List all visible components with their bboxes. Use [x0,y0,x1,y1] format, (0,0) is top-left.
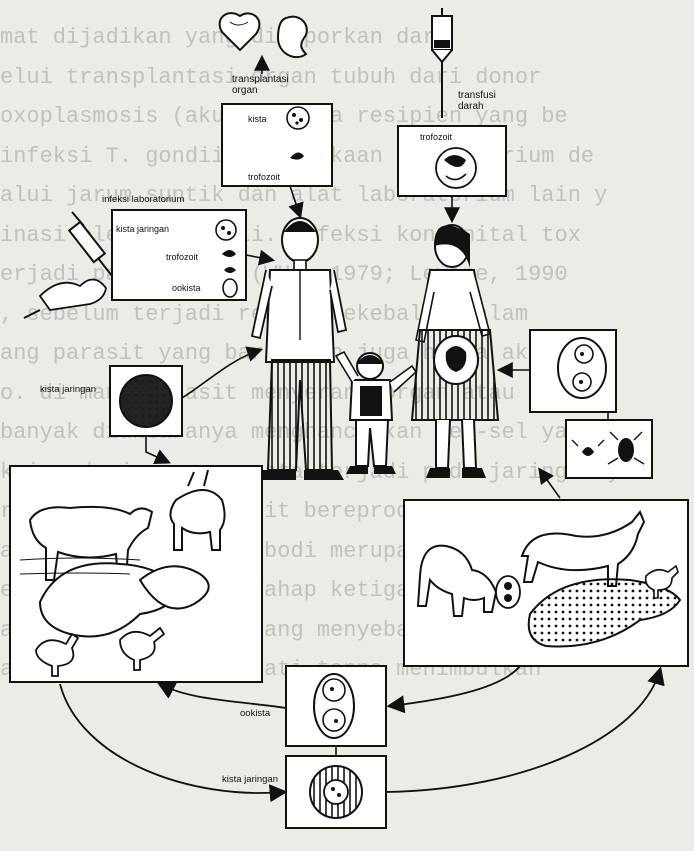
oocyst-small-icon [496,576,520,608]
transfusion-label-1: transfusi [458,90,496,101]
transplant-box: kista trofozoit [222,104,332,186]
tissue-cyst-left-label: kista jaringan [40,384,96,395]
organ-kidney-icon [278,17,307,57]
tissue-cyst-bottom-box [286,756,386,828]
transplant-trofozoit-label: trofozoit [248,172,281,182]
tissue-cyst-bottom-label: kista jaringan [222,774,278,785]
livestock-box [10,466,262,682]
lab-trofozoit-label: trofozoit [166,252,199,262]
lab-box: kista jaringan trofozoit ookista [112,210,246,300]
oocyst-bottom-label: ookista [240,708,271,719]
lab-kista-label: kista jaringan [116,224,169,234]
lab-cyst-icon [216,220,236,240]
organ-heart-icon [220,13,260,50]
arrow-tissue-cyst-to-feline [386,670,660,792]
arrow-lab [246,255,272,260]
hand-icon [40,279,106,310]
arrow-transplant [290,186,300,216]
lab-ookista-label: ookista [172,283,201,293]
oocyst-bottom-box [286,666,386,746]
transplant-label-1: transplantasi [232,74,289,85]
transplant-label-2: organ [232,85,258,96]
arrow-livestock-up [146,436,168,462]
arrow-tissue-left-to-man [182,350,260,398]
arrow-feline-to-bottom-oocyst [390,666,520,706]
tissue-cyst-icon [287,107,309,129]
tissue-cyst-left-box [110,366,182,436]
arrow-oocyst-to-livestock [160,684,286,708]
pregnant-woman-figure [412,225,498,478]
transfusion-box: trofozoit [398,126,506,196]
cockroach-icon [618,438,634,462]
transfusion-label-2: darah [458,101,484,112]
dash-mark [24,310,40,318]
child-figure [336,352,416,474]
man-figure [252,218,346,480]
transfusion-trofozoit-label: trofozoit [420,132,453,142]
insects-box [566,420,652,478]
feline-box [404,500,688,666]
transplant-kista-label: kista [248,114,267,124]
arrow-feline-to-oocyst [540,470,560,498]
lab-title: infeksi laboratorium [102,194,184,205]
blood-bag-icon [432,8,452,118]
toxoplasma-transmission-diagram: transplantasi organ kista trofozoit tran… [0,0,694,833]
lab-oocyst-icon [223,279,237,297]
syringe-icon [69,212,112,276]
blood-cell-icon [436,148,476,188]
oocyst-right-box [530,330,616,412]
